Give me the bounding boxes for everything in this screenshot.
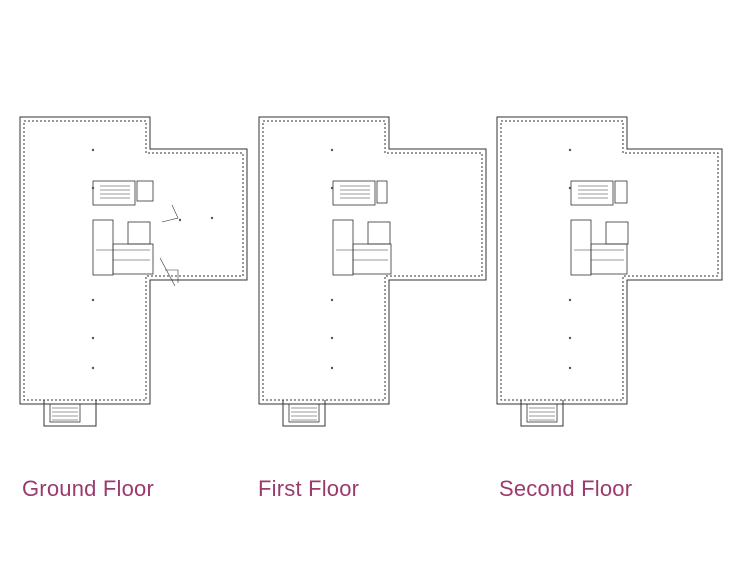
second-floor-stair-bay [520, 400, 564, 427]
ground-floor-core [92, 180, 179, 287]
second-floor-inner-outline [500, 120, 719, 401]
ground-floor-inner-outline [23, 120, 244, 401]
first-floor-inner-outline [262, 120, 483, 401]
first-floor-stair-bay [282, 400, 326, 427]
second-floor-stair [526, 403, 558, 423]
first-floor-label: First Floor [258, 476, 360, 501]
second-floor-plan [496, 116, 723, 427]
first-floor-stair [288, 403, 320, 423]
second-floor-core [570, 180, 629, 276]
ground-floor-label: Ground Floor [22, 476, 155, 501]
ground-floor-plan [19, 116, 248, 427]
first-floor-plan [258, 116, 487, 427]
second-floor-outline [496, 116, 723, 405]
ground-floor-outline [19, 116, 248, 405]
first-floor-outline [258, 116, 487, 405]
second-floor-label: Second Floor [499, 476, 633, 501]
ground-floor-stair-bay [43, 400, 97, 427]
ground-floor-stair [49, 403, 81, 423]
first-floor-core [332, 180, 392, 276]
